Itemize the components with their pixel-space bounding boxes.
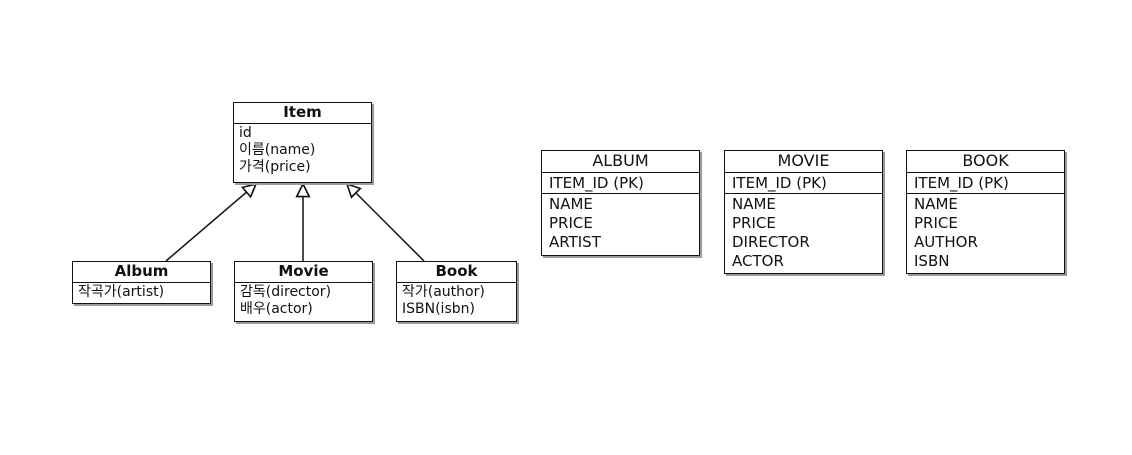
movie-col-director: DIRECTOR <box>732 233 810 251</box>
book-class-name: Book <box>397 262 516 283</box>
movie-attr-director: 감독(director) <box>240 284 332 300</box>
book-col-author: AUTHOR <box>914 233 978 251</box>
album-table-columns: NAME PRICE ARTIST <box>542 194 699 253</box>
movie-table-pk: ITEM_ID (PK) <box>725 173 882 194</box>
book-col-price: PRICE <box>914 214 958 232</box>
album-col-artist: ARTIST <box>549 233 601 251</box>
movie-table: MOVIE ITEM_ID (PK) NAME PRICE DIRECTOR A… <box>724 150 883 274</box>
movie-col-name: NAME <box>732 195 776 213</box>
book-class-attributes: 작가(author) ISBN(isbn) <box>397 283 516 319</box>
book-inherits-arrow <box>347 184 425 262</box>
album-class: Album 작곡가(artist) <box>72 261 211 304</box>
book-table-pk: ITEM_ID (PK) <box>907 173 1064 194</box>
album-class-name: Album <box>73 262 210 283</box>
movie-attr-actor: 배우(actor) <box>240 301 313 317</box>
item-attr-name: 이름(name) <box>239 142 316 158</box>
movie-class: Movie 감독(director) 배우(actor) <box>234 261 373 322</box>
book-col-isbn: ISBN <box>914 252 950 270</box>
movie-table-columns: NAME PRICE DIRECTOR ACTOR <box>725 194 882 272</box>
album-table-name: ALBUM <box>542 151 699 173</box>
movie-col-price: PRICE <box>732 214 776 232</box>
album-col-name: NAME <box>549 195 593 213</box>
book-attr-author: 작가(author) <box>402 284 485 300</box>
book-class: Book 작가(author) ISBN(isbn) <box>396 261 517 322</box>
album-col-price: PRICE <box>549 214 593 232</box>
item-class: Item id 이름(name) 가격(price) <box>233 102 372 183</box>
album-class-attributes: 작곡가(artist) <box>73 283 210 302</box>
movie-class-attributes: 감독(director) 배우(actor) <box>235 283 372 319</box>
album-attr-artist: 작곡가(artist) <box>78 284 165 300</box>
item-attr-id: id <box>239 125 252 141</box>
movie-col-actor: ACTOR <box>732 252 784 270</box>
book-table-name: BOOK <box>907 151 1064 173</box>
movie-table-name: MOVIE <box>725 151 882 173</box>
item-attr-price: 가격(price) <box>239 159 311 175</box>
album-table: ALBUM ITEM_ID (PK) NAME PRICE ARTIST <box>541 150 700 256</box>
album-inherits-arrow <box>165 184 256 262</box>
book-table-columns: NAME PRICE AUTHOR ISBN <box>907 194 1064 272</box>
book-table: BOOK ITEM_ID (PK) NAME PRICE AUTHOR ISBN <box>906 150 1065 274</box>
movie-class-name: Movie <box>235 262 372 283</box>
album-table-pk: ITEM_ID (PK) <box>542 173 699 194</box>
item-class-name: Item <box>234 103 371 124</box>
book-attr-isbn: ISBN(isbn) <box>402 301 475 317</box>
item-class-attributes: id 이름(name) 가격(price) <box>234 124 371 177</box>
book-col-name: NAME <box>914 195 958 213</box>
